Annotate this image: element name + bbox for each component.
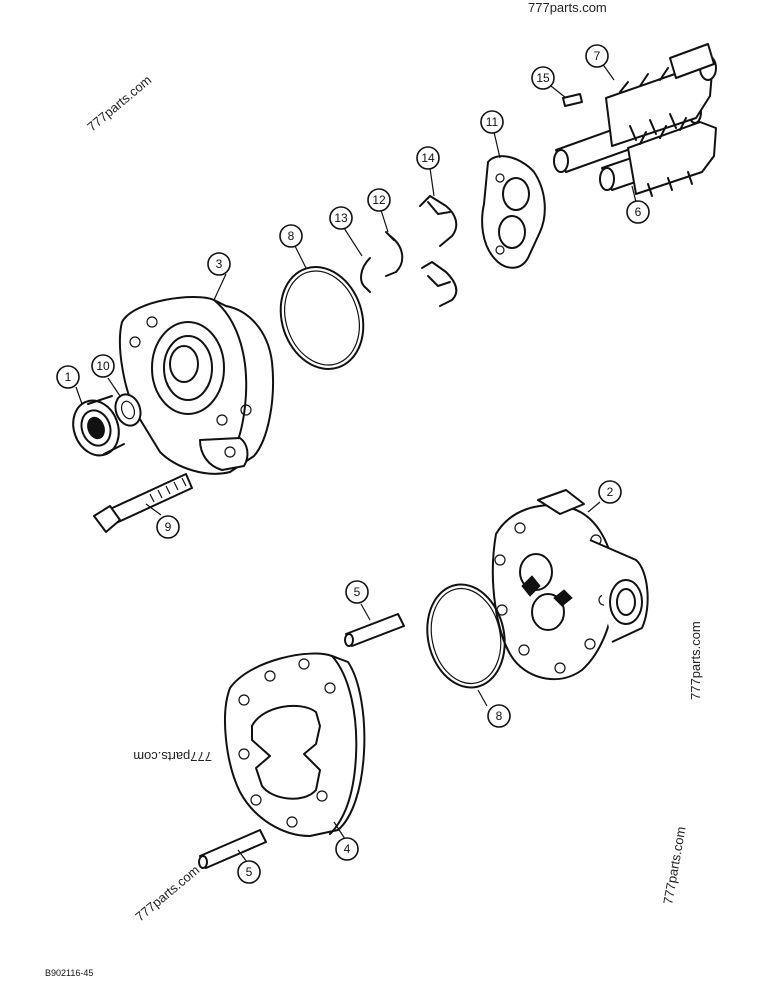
dowel-pin-top: [344, 613, 405, 647]
callout-12: 12: [367, 188, 391, 212]
callout-2: 2: [598, 480, 622, 504]
wear-plate: [481, 155, 546, 269]
svg-text:11: 11: [486, 115, 499, 129]
svg-text:15: 15: [536, 71, 550, 85]
svg-text:3: 3: [216, 257, 223, 271]
gear-body: [224, 652, 366, 837]
plate-seal: [419, 195, 458, 307]
svg-text:13: 13: [334, 211, 348, 225]
callout-11: 11: [480, 110, 504, 134]
rear-housing: [491, 489, 649, 681]
shaft-seal: [72, 395, 125, 457]
gear-shaft-drive: [553, 43, 717, 173]
callout-9: 9: [156, 515, 180, 539]
watermark-top: 777parts.com: [528, 0, 607, 15]
svg-text:1: 1: [65, 370, 72, 384]
callout-15: 15: [531, 66, 555, 90]
gear-shaft-driven: [599, 117, 717, 197]
callout-6: 6: [626, 200, 650, 224]
callout-7: 7: [585, 44, 609, 68]
callout-1: 1: [56, 365, 80, 389]
washer: [114, 393, 142, 427]
callout-14: 14: [416, 146, 440, 170]
watermark-top-left: 777parts.com: [84, 72, 154, 134]
svg-text:6: 6: [635, 205, 642, 219]
callout-13: 13: [329, 206, 353, 230]
svg-text:9: 9: [165, 520, 172, 534]
watermark-bottom-right: 777parts.com: [660, 825, 688, 905]
o-ring-top: [279, 266, 365, 370]
callout-10: 10: [91, 354, 115, 378]
svg-text:14: 14: [421, 151, 435, 165]
svg-text:5: 5: [246, 865, 253, 879]
callout-5-top: 5: [345, 580, 369, 604]
front-housing: [119, 295, 275, 475]
svg-text:7: 7: [594, 49, 601, 63]
cap-screw: [93, 473, 193, 533]
callout-8-bottom: 8: [487, 704, 511, 728]
figure-code: B902116-45: [45, 968, 93, 978]
retaining-clip-12: [385, 231, 404, 277]
svg-text:2: 2: [607, 485, 614, 499]
callout-5-bottom: 5: [237, 860, 261, 884]
svg-text:8: 8: [288, 229, 295, 243]
roll-pin: [562, 93, 583, 107]
svg-text:8: 8: [496, 709, 503, 723]
watermark-bottom-left: 777parts.com: [132, 862, 202, 924]
watermark-middle-upside-down: 777parts.com: [133, 749, 212, 764]
retaining-clip-13: [360, 257, 371, 293]
callout-3: 3: [207, 252, 231, 276]
svg-text:4: 4: [344, 842, 351, 856]
dowel-pin-bottom: [198, 829, 267, 869]
svg-text:12: 12: [372, 193, 386, 207]
callout-8-top: 8: [279, 224, 303, 248]
watermark-right: 777parts.com: [688, 621, 703, 700]
callout-4: 4: [335, 837, 359, 861]
o-ring-bottom: [426, 583, 506, 689]
svg-text:10: 10: [96, 359, 110, 373]
svg-text:5: 5: [354, 585, 361, 599]
